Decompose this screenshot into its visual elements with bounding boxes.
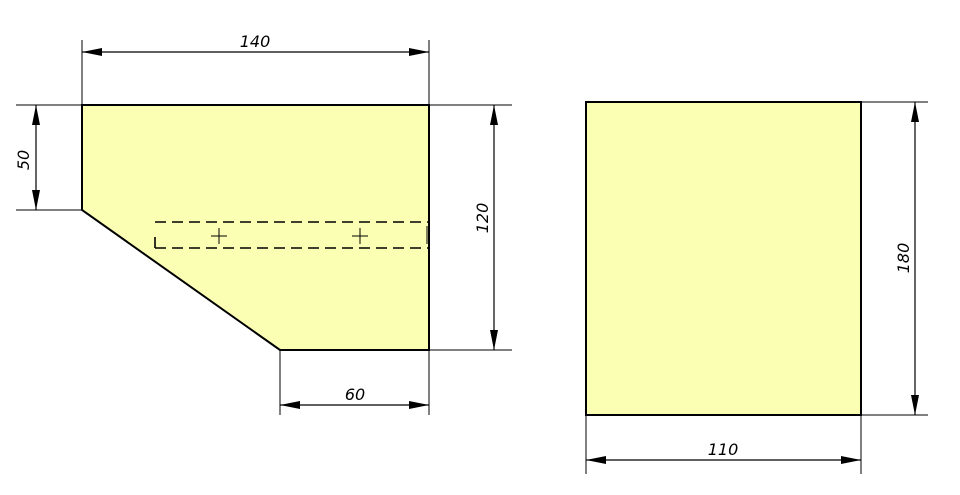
side-view: 180 110 bbox=[585, 101, 928, 474]
side-view-outline bbox=[585, 101, 862, 416]
front-view: 140 50 120 60 bbox=[14, 32, 512, 415]
dim-text-height-right: 120 bbox=[473, 203, 492, 234]
dimension-height-right: 120 bbox=[429, 104, 512, 351]
dim-text-width-bottom: 60 bbox=[345, 385, 365, 404]
dim-text-height-side: 180 bbox=[894, 243, 913, 274]
front-view-outline bbox=[81, 104, 430, 351]
dim-text-height-left: 50 bbox=[14, 150, 33, 170]
dim-text-width-side: 110 bbox=[708, 440, 739, 459]
dim-text-width-top: 140 bbox=[240, 32, 271, 51]
hole-center-right bbox=[352, 228, 368, 244]
hidden-slot bbox=[154, 221, 429, 249]
dimension-width-side: 110 bbox=[585, 415, 862, 474]
dimension-width-bottom: 60 bbox=[279, 350, 430, 415]
dimension-height-side: 180 bbox=[861, 101, 928, 416]
dimension-height-left: 50 bbox=[14, 104, 82, 211]
dimension-width-top: 140 bbox=[81, 32, 430, 105]
hole-center-left bbox=[211, 228, 227, 244]
